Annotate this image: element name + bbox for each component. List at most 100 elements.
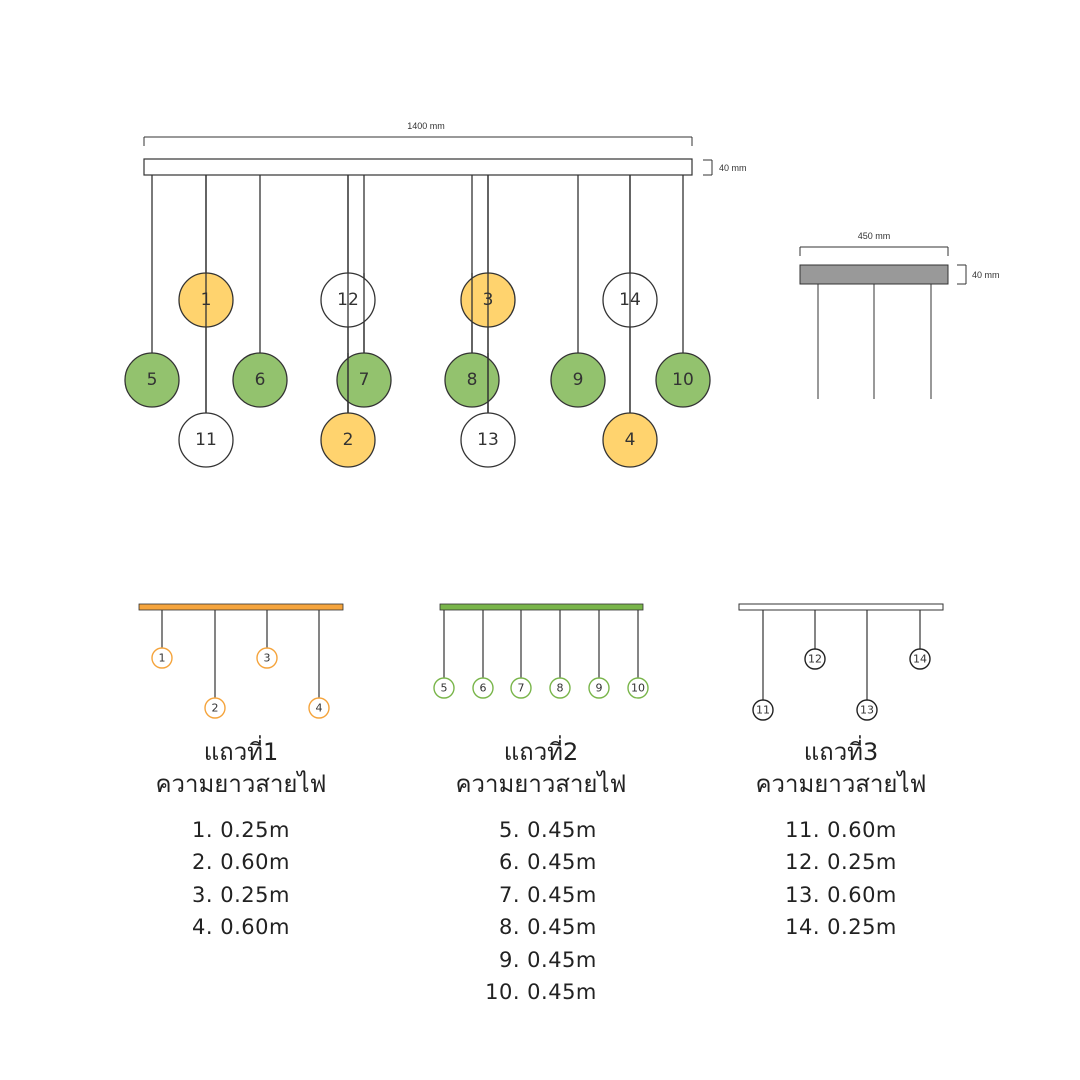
row-lamp-shade [151,647,173,669]
row-lamp-number: 7 [518,682,525,695]
lamp-13: 13 [460,412,516,468]
row-lamp-number: 2 [212,702,219,715]
row-3-bar [738,603,944,611]
row-lamp-10: 10 [627,677,649,699]
lamp-8: 8 [444,352,500,408]
row-lamp-shade [752,699,774,721]
row-lamp-number: 1 [159,652,166,665]
row-3-diagram: 11 12 13 14 [738,603,944,721]
row-3-info: แถวที่3 ความยาวสายไฟ 11. 0.60m 12. 0.25m… [691,736,991,944]
list-item: 9. 0.45m [498,947,597,972]
lamp-9: 9 [550,352,606,408]
row-lamp-shade [804,648,826,670]
lamp-number: 4 [625,430,636,450]
row-2-title: แถวที่2 [503,738,579,766]
side-height-label: 40 mm [972,270,1000,280]
list-item: 11. 0.60m [785,818,897,842]
row-1-info: แถวที่1 ความยาวสายไฟ 1. 0.25m 2. 0.60m 3… [91,736,391,944]
main-canopy-bar [143,158,693,176]
row-lamp-shade [549,677,571,699]
lamp-number: 10 [672,370,694,390]
row-lamp-9: 9 [588,677,610,699]
row-lamp-number: 3 [264,652,271,665]
row-lamp-number: 9 [596,682,603,695]
row-lamp-2: 2 [204,697,226,719]
row-lamp-number: 6 [480,682,487,695]
lamp-shade [124,352,180,408]
row-lamp-number: 4 [316,702,323,715]
row-lamp-shade [510,677,532,699]
row-lamp-number: 10 [631,682,645,695]
row-lamp-shade [856,699,878,721]
row-lamp-4: 4 [308,697,330,719]
row-lamp-7: 7 [510,677,532,699]
row-lamp-number: 14 [913,653,927,666]
row-lamp-shade [588,677,610,699]
lamp-number: 7 [359,370,370,390]
lamp-11: 11 [178,412,234,468]
lamp-shade [232,352,288,408]
lamp-2: 2 [320,412,376,468]
row-2-info: แถวที่2 ความยาวสายไฟ 5. 0.45m 6. 0.45m 7… [391,736,691,1008]
list-item: 12. 0.25m [785,850,897,875]
lamp-shade [655,352,711,408]
main-width-dimension: 1400 mm [143,121,693,146]
list-item: 2. 0.60m [192,850,290,875]
row-2-bar [439,603,644,611]
row-lamp-shade [308,697,330,719]
row-lamp-shade [909,648,931,670]
row-2-diagram: 5 6 7 8 9 10 [433,603,649,699]
row-lamp-11: 11 [752,699,774,721]
row-lamp-number: 11 [756,704,770,717]
row-lamp-1: 1 [151,647,173,669]
row-lamp-5: 5 [433,677,455,699]
list-item: 10. 0.45m [485,980,597,1005]
list-item: 7. 0.45m [498,882,597,907]
list-item: 3. 0.25m [192,882,290,907]
row-1-lengths: 1. 0.25m 2. 0.60m 3. 0.25m 4. 0.60m [192,814,290,944]
lamp-number: 6 [255,370,266,390]
row-lamp-12: 12 [804,648,826,670]
row-lamp-number: 12 [808,653,822,666]
lamp-number: 8 [467,370,478,390]
lamp-7: 7 [336,352,392,408]
row-lamp-3: 3 [256,647,278,669]
lamp-number: 2 [343,430,354,450]
row-lamp-13: 13 [856,699,878,721]
lamp-shade [550,352,606,408]
side-height-dimension: 40 mm [957,264,1000,285]
lamp-5: 5 [124,352,180,408]
row-lamp-number: 5 [441,682,448,695]
row-3-lengths: 11. 0.60m 12. 0.25m 13. 0.60m 14. 0.25m [785,814,897,944]
row-3-title: แถวที่3 [803,738,879,766]
lamp-number: 13 [477,430,499,450]
row-lamp-number: 8 [557,682,564,695]
row-lamp-shade [472,677,494,699]
row-1-title: แถวที่1 [203,738,279,766]
side-width-dimension: 450 mm [799,231,949,256]
row-lamp-shade [256,647,278,669]
list-item: 14. 0.25m [785,915,897,940]
side-width-label: 450 mm [858,231,891,241]
main-height-label: 40 mm [719,163,747,173]
list-item: 13. 0.60m [785,882,897,907]
list-item: 5. 0.45m [498,818,597,842]
row-3-subtitle: ความยาวสายไฟ [755,770,927,798]
row-lamp-number: 13 [860,704,874,717]
row-1-subtitle: ความยาวสายไฟ [155,770,327,798]
main-height-dimension: 40 mm [703,159,747,176]
lamp-10: 10 [655,352,711,408]
lamp-6: 6 [232,352,288,408]
row-1-bar [138,603,344,611]
row-lamp-shade [204,697,226,719]
lamp-number: 9 [573,370,584,390]
side-canopy-bar [799,264,949,285]
row-lamp-14: 14 [909,648,931,670]
row-1-diagram: 1 2 3 4 [138,603,344,719]
row-lamp-shade [433,677,455,699]
row-lamp-shade [627,677,649,699]
list-item: 8. 0.45m [498,915,597,940]
lamp-number: 5 [147,370,158,390]
row-2-subtitle: ความยาวสายไฟ [455,770,627,798]
